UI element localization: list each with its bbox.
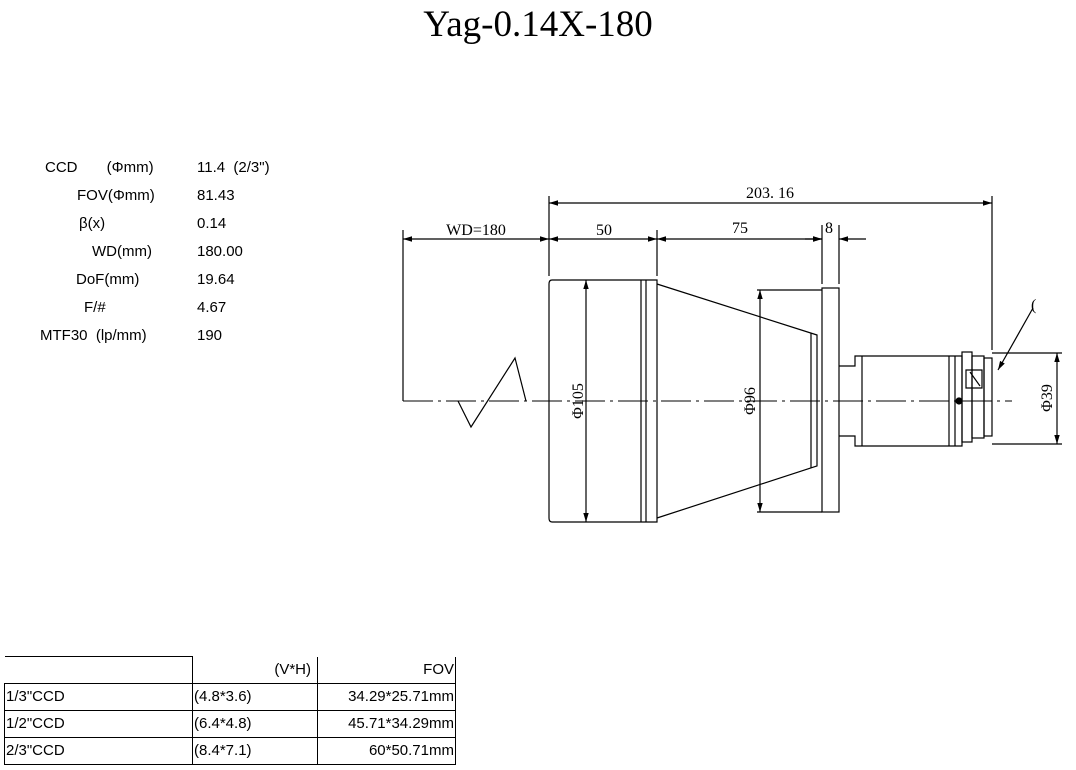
table-header-row: (V*H) FOV (4, 656, 456, 684)
dim-wd-label: WD=180 (446, 222, 506, 239)
dim-rear-diameter-label: Φ39 (1039, 384, 1056, 412)
spec-value-fov: 81.43 (197, 187, 235, 204)
table-cell: (4.8*3.6) (192, 683, 318, 711)
callout-leader (997, 307, 1034, 371)
dim-seg3-label: 8 (825, 220, 833, 237)
spec-label-dof: DoF(mm) (76, 271, 140, 288)
spec-label-beta: β(x) (79, 215, 106, 232)
table-header-cell: FOV (317, 656, 456, 684)
dim-seg2-label: 75 (732, 220, 748, 237)
spec-value-mtf: 190 (197, 327, 223, 344)
page-title: Yag-0.14X-180 (423, 4, 653, 45)
table-cell: 45.71*34.29mm (317, 710, 456, 738)
table-cell: (6.4*4.8) (192, 710, 318, 738)
spec-label-ccd: CCD (Φmm) (45, 159, 154, 176)
spec-value-fnum: 4.67 (197, 299, 227, 316)
sensor-fov-table: (V*H) FOV 1/3"CCD (4.8*3.6) 34.29*25.71m… (4, 656, 456, 765)
locking-screw (965, 369, 983, 389)
spec-value-wd: 180.00 (197, 243, 243, 260)
table-cell: 2/3"CCD (4, 737, 193, 765)
spec-value-dof: 19.64 (197, 271, 235, 288)
flange (821, 287, 840, 513)
dim-total-label: 203. 16 (746, 185, 794, 202)
front-barrel (548, 279, 658, 523)
table-cell: 1/2"CCD (4, 710, 193, 738)
focus-point (955, 397, 963, 405)
table-cell: 1/3"CCD (4, 683, 193, 711)
table-cell: 60*50.71mm (317, 737, 456, 765)
table-row: 1/3"CCD (4.8*3.6) 34.29*25.71mm (4, 683, 456, 711)
spec-label-wd: WD(mm) (92, 243, 152, 260)
dim-mid-diameter-label: Φ96 (742, 387, 759, 415)
dim-front-diameter-label: Φ105 (570, 383, 587, 419)
spec-label-mtf: MTF30 (lp/mm) (40, 327, 147, 344)
table-header-cell (4, 656, 193, 684)
table-cell: (8.4*7.1) (192, 737, 318, 765)
spec-label-fov: FOV(Φmm) (77, 187, 155, 204)
table-header-cell: (V*H) (192, 656, 318, 684)
callout-label: ( (1031, 297, 1036, 314)
table-row: 1/2"CCD (6.4*4.8) 45.71*34.29mm (4, 710, 456, 738)
table-cell: 34.29*25.71mm (317, 683, 456, 711)
table-row: 2/3"CCD (8.4*7.1) 60*50.71mm (4, 737, 456, 765)
spec-value-beta: 0.14 (197, 215, 227, 232)
spec-label-fnum: F/# (84, 299, 106, 316)
dim-seg1-label: 50 (596, 222, 612, 239)
lens-drawing: 203. 16 WD=180 50 75 8 Φ105 Φ96 Φ39 ( (402, 185, 1062, 523)
spec-value-ccd: 11.4 (2/3") (197, 159, 270, 176)
break-symbol (457, 356, 527, 429)
cone-section (656, 283, 818, 519)
c-mount-ring (961, 351, 973, 443)
